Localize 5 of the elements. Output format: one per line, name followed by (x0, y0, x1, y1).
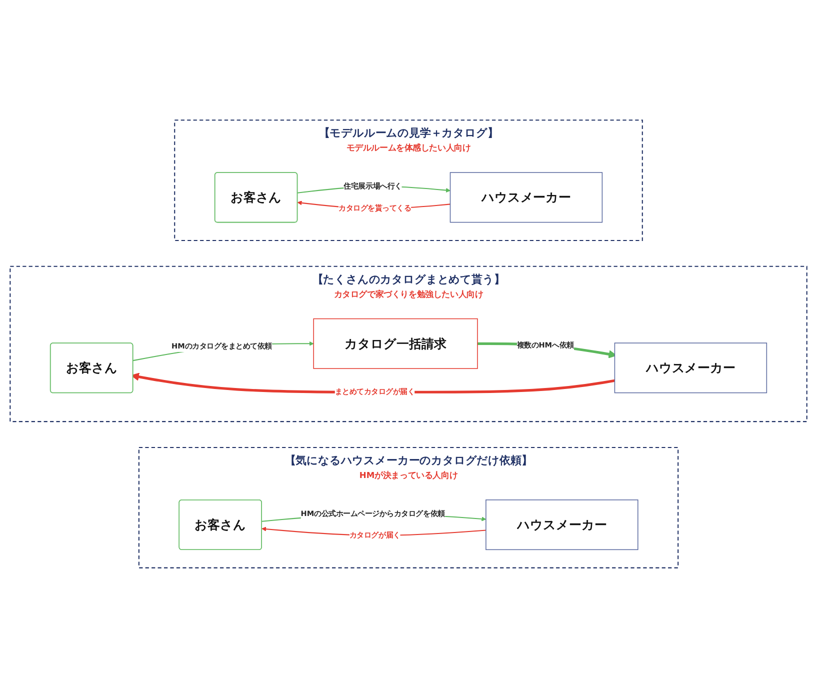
node-box: ハウスメーカー (486, 499, 638, 550)
node-box: ハウスメーカー (450, 172, 603, 222)
node-box: ハウスメーカー (614, 342, 768, 393)
arrow (132, 340, 314, 361)
node-box: カタログ一括請求 (313, 318, 478, 368)
